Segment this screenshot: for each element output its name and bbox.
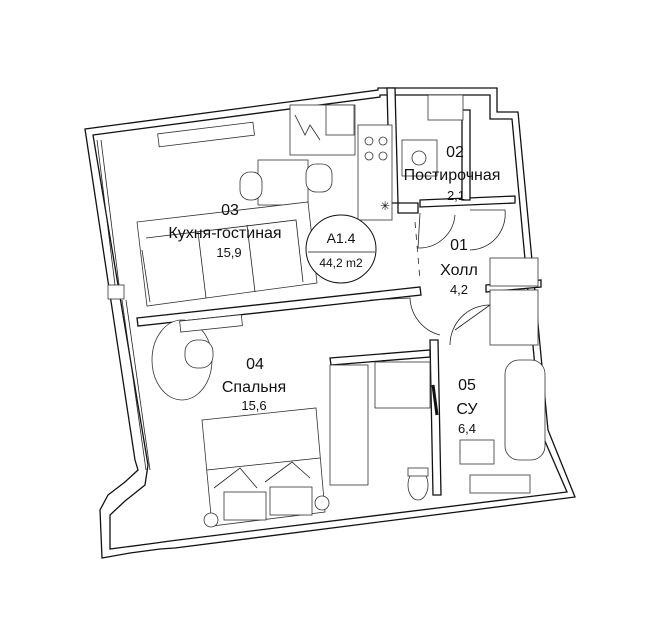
hall-furniture [489,257,539,346]
interior-walls [136,87,542,496]
towel-rail [431,384,439,416]
room-03-area: 15,9 [216,245,241,260]
room-03-name: Кухня-гостиная [168,225,281,242]
room-02-name: Постирочная [404,167,501,184]
burner-icon [378,151,388,161]
room-05-number: 05 [458,377,476,394]
room-02-number: 02 [446,144,464,161]
wardrobe [489,289,539,346]
wardrobe-top [489,257,539,287]
bedroom-shelf [179,314,243,333]
room-05-name: СУ [456,401,478,418]
apartment-total-area: 44,2 m2 [319,256,363,270]
sofa-icon [136,201,318,307]
apartment-code: А1.4 [327,230,356,246]
burner-icon [378,136,388,146]
dining-table [257,159,309,206]
badge-circle [305,214,377,284]
bath-counter [469,474,531,494]
bath-shelf [374,361,431,409]
doors [369,209,506,346]
sink-icon [325,104,355,136]
laundry-shelf [427,94,464,121]
room-01-area: 4,2 [450,282,468,297]
toilet-tank [407,467,429,477]
armchair-icon [184,339,214,369]
room-05-area: 6,4 [458,421,476,436]
chair-icon [239,171,263,201]
room-04-area: 15,6 [241,398,266,413]
pillow [269,486,313,516]
chair-icon [305,163,333,193]
laundry-furniture [401,94,464,177]
room-02-area: 2,1 [447,188,465,203]
kitchen-shelf [157,121,255,148]
washer-drum-icon [411,150,427,166]
bedroom-wardrobe [329,364,369,486]
lamp-icon [203,512,219,528]
lamp-icon [314,495,330,511]
vent-icon: ✳ [380,199,390,213]
burner-icon [364,151,374,161]
bed-icon [201,407,326,527]
bedroom-furniture [151,314,369,528]
room-01-number: 01 [450,237,468,254]
room-04-number: 04 [246,356,264,373]
pillow [223,491,267,521]
left-windows [96,139,151,471]
kitchen-furniture: ✳ [136,104,393,307]
room-labels: 03 Кухня-гостиная 15,9 02 Постирочная 2,… [168,144,500,436]
fridge-icon [294,114,321,141]
burner-icon [364,136,374,146]
apartment-badge: А1.4 44,2 m2 [305,214,377,284]
room-04-name: Спальня [222,379,286,396]
room-01-name: Холл [440,262,478,279]
column [107,284,125,300]
vanity [459,439,495,465]
room-03-number: 03 [221,202,239,219]
bathtub-icon [504,359,546,461]
bathroom-furniture [374,359,546,501]
